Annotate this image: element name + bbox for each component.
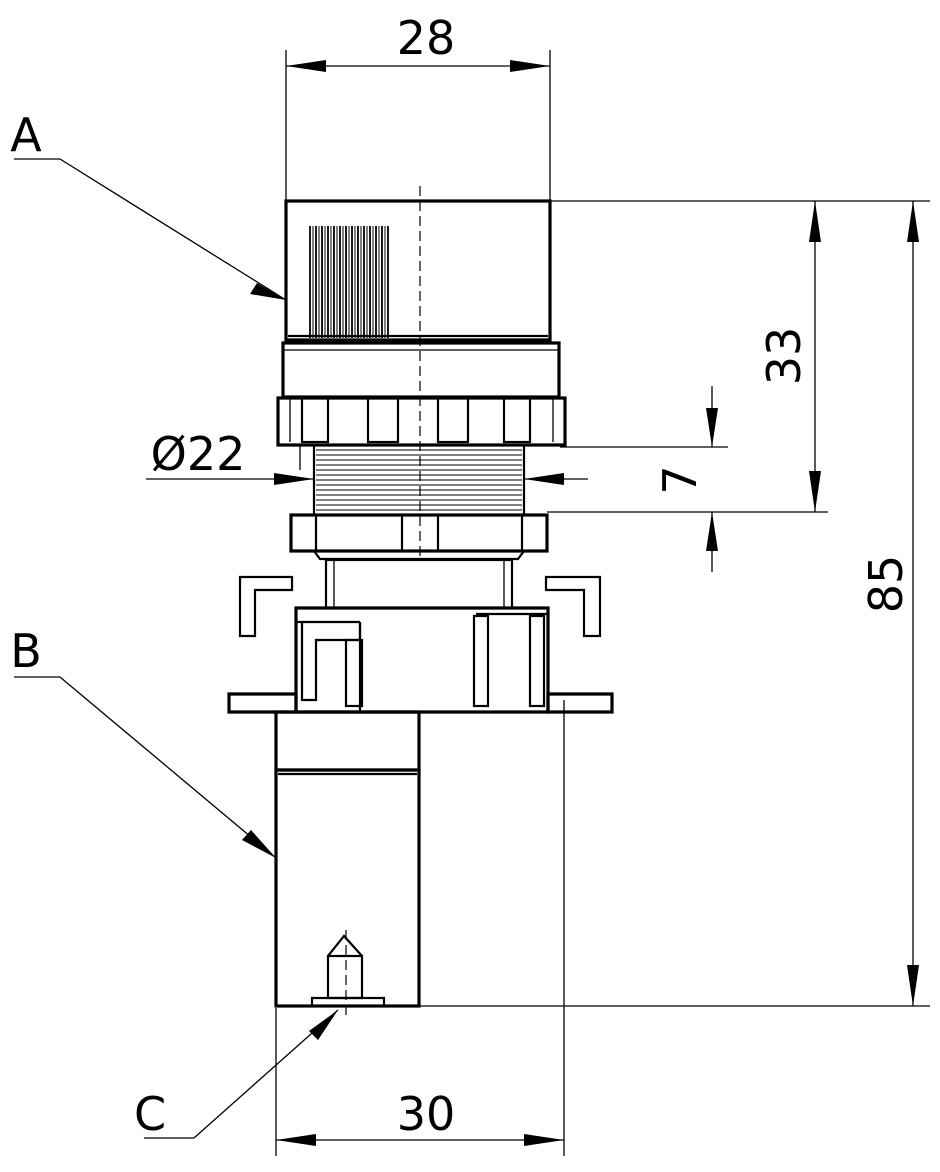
- label-c: C: [134, 1087, 166, 1141]
- castellation-slots: [289, 396, 554, 444]
- dimension-width-bottom-label: 30: [397, 1087, 456, 1141]
- threaded-section: [312, 445, 526, 515]
- dimension-height-knob: 33: [547, 200, 930, 513]
- leader-b: B: [10, 624, 277, 859]
- dimension-thread-diameter: Ø22: [146, 427, 588, 485]
- label-a: A: [10, 108, 42, 162]
- dimension-total-height-label: 85: [859, 555, 913, 614]
- dimension-thread-diameter-label: Ø22: [151, 427, 246, 481]
- label-b: B: [10, 624, 42, 678]
- dimension-width-bottom: 30: [275, 700, 565, 1156]
- leader-a: A: [10, 108, 287, 301]
- dimension-panel-thickness: 7: [560, 386, 728, 572]
- contact-block: [274, 710, 421, 1008]
- dimension-height-knob-label: 33: [757, 327, 811, 386]
- dimension-panel-thickness-label: 7: [653, 465, 707, 494]
- leader-c: C: [134, 1009, 339, 1141]
- mounting-nut: [289, 513, 549, 561]
- bezel-ring: [276, 341, 567, 447]
- dimension-width-top: 28: [285, 11, 551, 200]
- dimension-total-height: 85: [419, 201, 930, 1007]
- knurl-pattern: [309, 226, 389, 338]
- dimension-width-top-label: 28: [397, 11, 456, 65]
- knob-cap: [284, 199, 552, 342]
- terminal-pin: [310, 934, 386, 1008]
- adaptor-body: [227, 558, 614, 714]
